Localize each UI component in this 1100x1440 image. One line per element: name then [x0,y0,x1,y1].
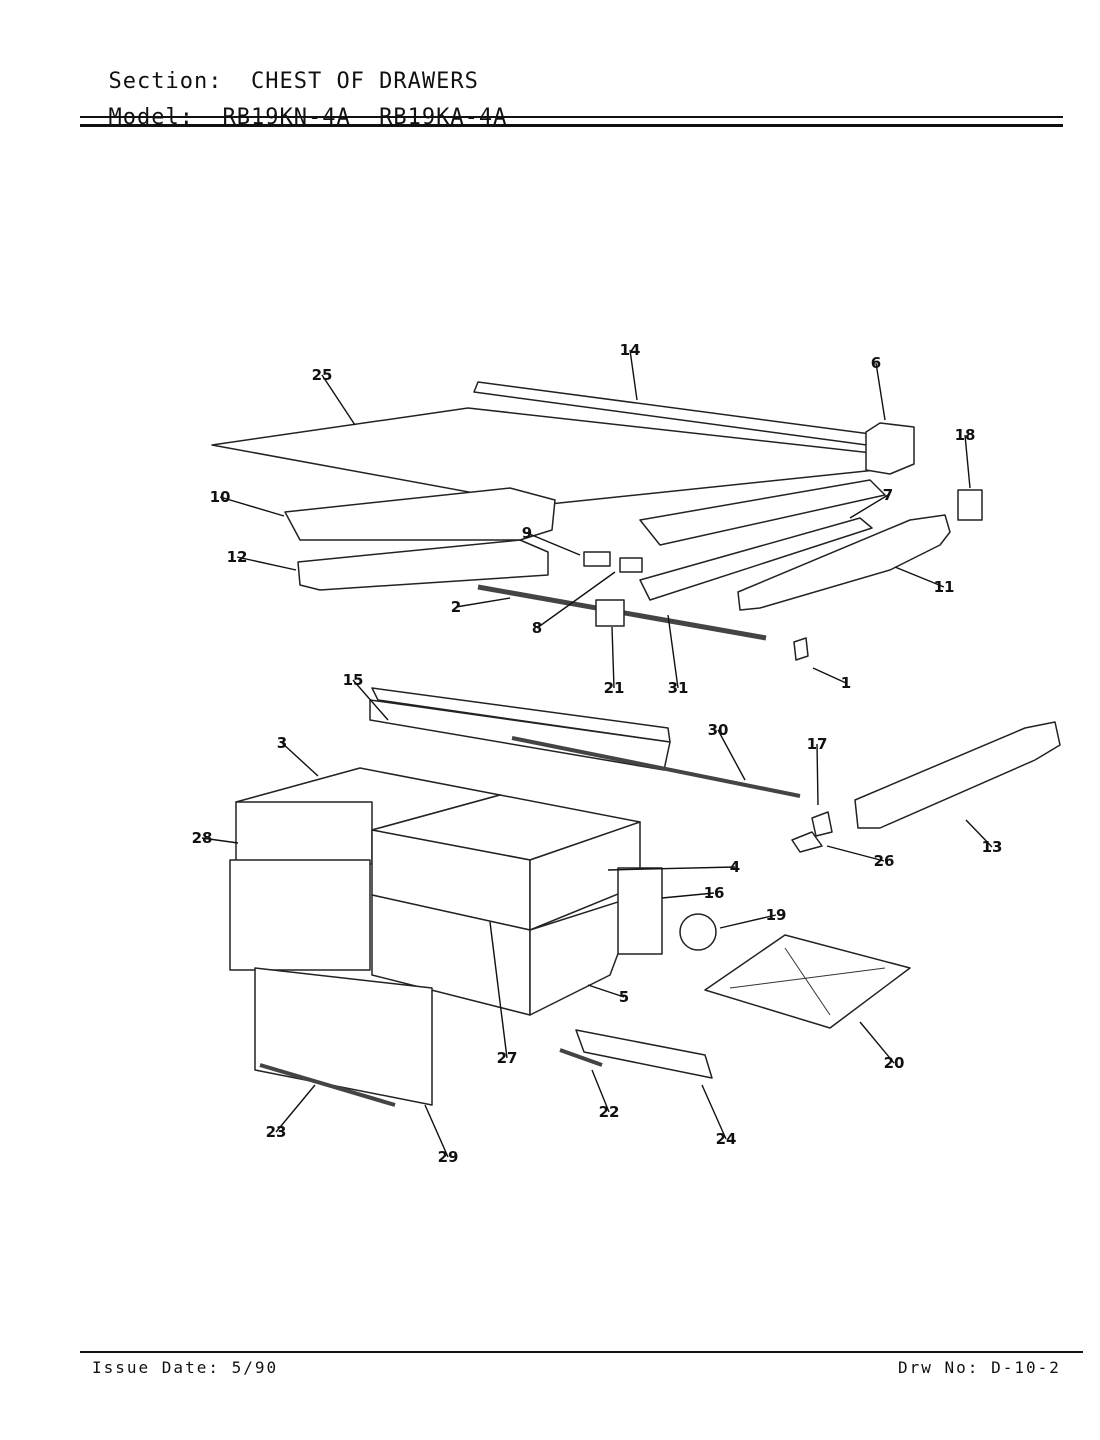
callout-26: 26 [874,852,895,870]
leader-line-23 [275,1084,316,1133]
tray-frame-brace-2 [784,947,831,1016]
section-value: CHEST OF DRAWERS [250,69,479,94]
callout-17: 17 [807,735,828,753]
callout-28: 28 [192,829,213,847]
callout-10: 10 [210,488,231,506]
rod-part-30 [511,736,801,798]
callout-23: 23 [266,1123,287,1141]
leader-line-6 [875,362,886,421]
footer-rule [80,1351,1083,1353]
leader-line-3 [281,742,319,777]
callout-21: 21 [604,679,625,697]
leader-line-26 [826,845,885,862]
callout-14: 14 [620,341,641,359]
callout-20: 20 [884,1054,905,1072]
leader-line-30 [717,729,746,781]
leader-line-27 [489,921,508,1059]
right-support-part-13 [854,721,1061,829]
leader-line-25 [321,374,356,426]
callout-16: 16 [704,884,725,902]
leader-line-12 [236,556,297,571]
drawer-cover-left [229,859,371,971]
tray-frame-brace-1 [729,967,886,989]
stop-part-8 [619,557,643,573]
leader-line-31 [667,614,679,689]
header-rule-top [80,116,1063,118]
clip-part-17 [811,811,833,837]
cap-part-21 [595,599,625,627]
callout-13: 13 [982,838,1003,856]
leader-line-8 [536,571,616,629]
callout-11: 11 [934,578,955,596]
right-upper-slide-part [639,479,886,546]
leader-line-15 [352,679,389,721]
callout-18: 18 [955,426,976,444]
callout-25: 25 [312,366,333,384]
issue-date: Issue Date: 5/90 [92,1358,279,1377]
callout-1: 1 [841,674,851,692]
callout-3: 3 [277,734,287,752]
clip-part [957,489,983,521]
callout-4: 4 [730,858,740,876]
slide-part-24 [575,1029,713,1079]
leader-line-16 [661,892,715,899]
leader-line-9 [526,532,581,556]
callout-2: 2 [451,598,461,616]
leader-line-1 [812,667,847,684]
right-support-part [737,514,951,611]
leader-line-10 [219,496,285,517]
callout-7: 7 [883,486,893,504]
leader-line-20 [859,1021,895,1064]
callout-22: 22 [599,1103,620,1121]
leader-line-4 [607,866,736,871]
leader-line-13 [965,819,993,848]
corner-bracket-part [865,422,915,475]
leader-line-24 [701,1084,727,1140]
leader-line-11 [894,566,945,588]
section-label: Section: [108,69,223,94]
slide-rail-part [639,517,873,601]
callout-31: 31 [668,679,689,697]
callout-29: 29 [438,1148,459,1166]
section-header: Section: CHEST OF DRAWERS [80,44,479,94]
leader-line-5 [587,984,625,998]
leader-line-14 [629,349,638,401]
leader-line-17 [816,743,819,806]
callout-12: 12 [227,548,248,566]
drawer-cover-part-29 [254,967,433,1106]
clip-part-26 [791,831,823,853]
leader-line-18 [964,434,971,489]
hinge-part-19 [679,913,717,951]
leader-line-7 [849,494,889,519]
callout-8: 8 [532,619,542,637]
callout-9: 9 [522,524,532,542]
trim-part-23 [259,1063,396,1107]
callout-5: 5 [619,988,629,1006]
stop-part-9 [583,551,611,567]
callout-30: 30 [708,721,729,739]
left-upper-slide-part [284,487,556,541]
callout-15: 15 [343,671,364,689]
drawer-28-front [235,801,373,865]
side-panel-part-16 [617,867,663,955]
callout-19: 19 [766,906,787,924]
leader-line-21 [611,626,615,689]
leader-line-29 [424,1104,449,1158]
callout-24: 24 [716,1130,737,1148]
leader-line-22 [591,1069,610,1113]
strip-part-22 [559,1048,603,1067]
leader-line-28 [201,837,239,844]
clip-part-1 [793,637,809,661]
callout-27: 27 [497,1049,518,1067]
leader-line-19 [719,914,777,929]
leader-line-2 [455,597,511,608]
header-rule-bottom [80,124,1063,127]
drawing-number: Drw No: D-10-2 [898,1358,1061,1377]
left-lower-slide-part [297,539,549,591]
callout-6: 6 [871,354,881,372]
pan-5-side [529,894,641,1016]
